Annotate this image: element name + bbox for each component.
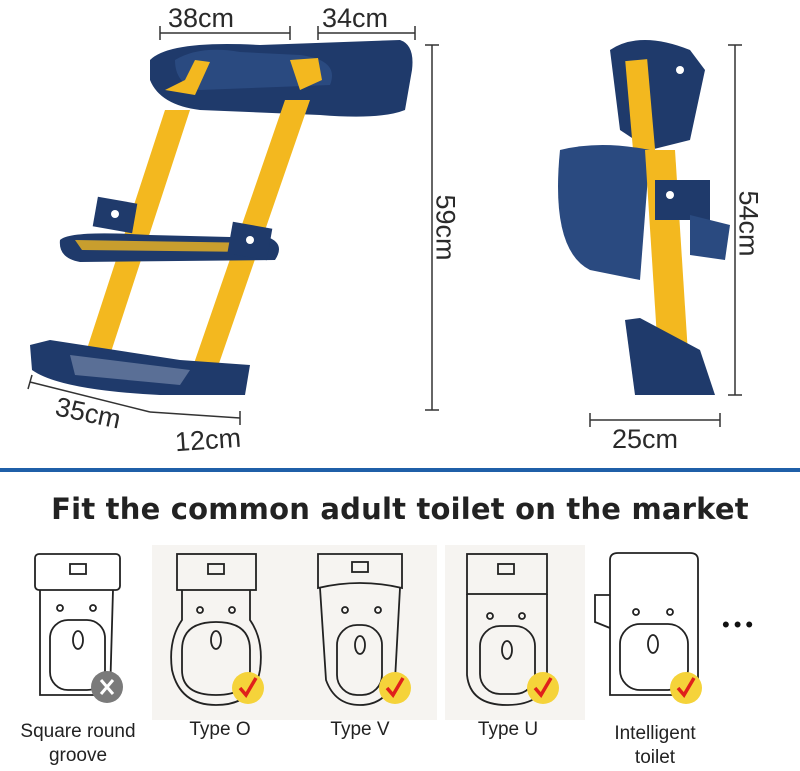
check-icon (527, 672, 559, 704)
potty-ladder-side (558, 40, 730, 395)
section-divider (0, 468, 800, 472)
cross-icon (91, 671, 123, 703)
toilet-intelligent (594, 552, 699, 696)
label-line: Intelligent (614, 723, 696, 744)
check-icon (670, 672, 702, 704)
check-icon (232, 672, 264, 704)
label-line: groove (48, 745, 108, 766)
dimension-folded-depth: 25cm (612, 424, 679, 454)
check-icon (379, 672, 411, 704)
toilet-label-type-v: Type V (330, 719, 390, 740)
toilet-label-intelligent: Intelligent toilet (580, 722, 730, 770)
toilet-label-square-round-groove: Square round groove (3, 720, 153, 768)
section-title: Fit the common adult toilet on the marke… (51, 492, 749, 526)
label-line: Square round (20, 721, 136, 742)
dimension-base-depth: 12cm (173, 422, 242, 458)
dimension-ladder-width: 38cm (168, 3, 235, 33)
highlight-panel (445, 545, 585, 720)
toilet-label-type-o: Type O (189, 719, 251, 740)
toilet-type-u (466, 553, 548, 706)
dimension-seat-depth: 34cm (322, 3, 389, 33)
potty-ladder-front (30, 40, 413, 395)
product-dimensions-illustration (27, 26, 742, 427)
dimension-lines (27, 26, 742, 427)
dimension-folded-height: 54cm (733, 190, 764, 257)
label-line: toilet (634, 747, 676, 768)
toilet-square-round-groove (34, 553, 121, 696)
toilet-label-type-u: Type U (477, 719, 539, 740)
dimension-ladder-height: 59cm (430, 194, 461, 261)
more-indicator: ••• (722, 612, 758, 637)
toilet-type-o (170, 553, 262, 706)
toilet-types-illustration (34, 552, 702, 706)
